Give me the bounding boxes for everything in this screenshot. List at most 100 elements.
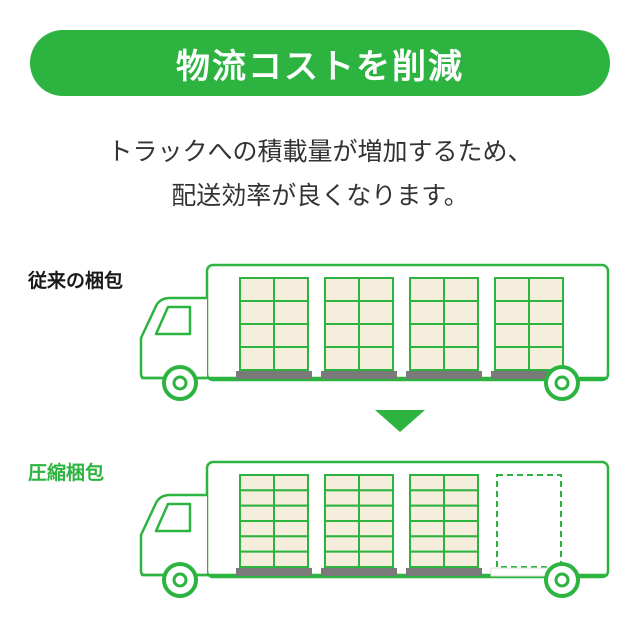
pallet-load: [406, 277, 482, 379]
cargo-box: [239, 489, 275, 507]
cargo-box: [273, 474, 309, 492]
cargo-box: [273, 535, 309, 553]
cargo-box: [324, 474, 360, 492]
cargo-box: [443, 550, 479, 569]
down-triangle-icon: [375, 410, 425, 432]
pallet-load: [321, 474, 397, 576]
cargo-box: [443, 504, 479, 522]
cargo-box: [409, 346, 445, 371]
cargo-box: [409, 489, 445, 507]
cargo-box: [324, 323, 360, 348]
cargo-box: [494, 323, 530, 348]
cargo-box: [324, 504, 360, 522]
cargo-box: [358, 474, 394, 492]
cargo-box: [443, 535, 479, 553]
cargo-box: [239, 474, 275, 492]
cargo-box: [409, 520, 445, 538]
wheel-hub: [172, 572, 188, 588]
cargo-box: [528, 323, 564, 348]
cargo-box: [528, 277, 564, 302]
title-banner: 物流コストを削減: [30, 30, 610, 96]
cargo-box: [239, 504, 275, 522]
cargo-box: [239, 277, 275, 302]
empty-pallet-slot: [496, 474, 562, 568]
cargo-box: [239, 550, 275, 569]
cargo-box: [324, 489, 360, 507]
cargo-box: [443, 520, 479, 538]
pallet-load: [236, 474, 312, 576]
cargo-box: [324, 346, 360, 371]
cargo-box: [443, 323, 479, 348]
cargo-box: [494, 346, 530, 371]
description-line-1: トラックへの積載量が増加するため、: [107, 137, 533, 166]
pallet-base: [321, 371, 397, 379]
description: トラックへの積載量が増加するため、 配送効率が良くなります。: [0, 130, 640, 218]
cargo-box: [273, 300, 309, 325]
cargo-box: [409, 504, 445, 522]
pallet-base: [321, 568, 397, 576]
cargo-box: [273, 277, 309, 302]
cargo-box: [239, 520, 275, 538]
cargo-box: [528, 300, 564, 325]
cargo-box: [239, 300, 275, 325]
cargo-box: [358, 323, 394, 348]
description-line-2: 配送効率が良くなります。: [171, 181, 469, 210]
cargo-box: [273, 346, 309, 371]
cargo-box: [358, 520, 394, 538]
pallet-load: [406, 474, 482, 576]
cargo-box: [443, 474, 479, 492]
pallet-base: [406, 371, 482, 379]
cargo-box: [409, 474, 445, 492]
cargo-box: [358, 346, 394, 371]
cargo-box: [409, 535, 445, 553]
cargo-box: [358, 277, 394, 302]
cab-window: [154, 305, 192, 336]
cargo-box: [494, 300, 530, 325]
pallet-load: [491, 277, 567, 379]
cargo-box: [358, 535, 394, 553]
wheel-hub: [554, 572, 570, 588]
cargo-box: [239, 535, 275, 553]
cargo-box: [409, 323, 445, 348]
banner-title: 物流コストを削減: [176, 46, 464, 87]
cargo-box: [409, 277, 445, 302]
pallet-base: [491, 371, 567, 379]
cargo-box: [443, 300, 479, 325]
cargo-box: [273, 504, 309, 522]
cargo-box: [273, 550, 309, 569]
pallet-load: [236, 277, 312, 379]
cargo-box: [443, 346, 479, 371]
cargo-box: [239, 346, 275, 371]
cargo-box: [494, 277, 530, 302]
cargo-box: [358, 300, 394, 325]
cargo-box: [409, 550, 445, 569]
cargo-box: [273, 323, 309, 348]
cargo-box: [273, 489, 309, 507]
cargo-box: [324, 277, 360, 302]
wheel-hub: [172, 375, 188, 391]
truck-conventional: [139, 263, 610, 401]
label-compressed-packing: 圧縮梱包: [28, 462, 105, 484]
cargo-box: [443, 277, 479, 302]
cargo-box: [273, 520, 309, 538]
cargo-box: [443, 489, 479, 507]
pallet-base: [406, 568, 482, 576]
cargo-box: [324, 300, 360, 325]
cargo-box: [324, 535, 360, 553]
pallet-base: [236, 568, 312, 576]
cargo-box: [324, 550, 360, 569]
cargo-box: [358, 550, 394, 569]
cargo-box: [358, 489, 394, 507]
cargo-box: [358, 504, 394, 522]
cargo-box: [239, 323, 275, 348]
cab-window: [154, 502, 192, 533]
cargo-box: [324, 520, 360, 538]
truck-compressed: [139, 460, 610, 598]
pallet-load: [321, 277, 397, 379]
cargo-box: [409, 300, 445, 325]
cargo-box: [528, 346, 564, 371]
pallet-base: [236, 371, 312, 379]
label-conventional-packing: 従来の梱包: [28, 270, 124, 292]
wheel-hub: [554, 375, 570, 391]
